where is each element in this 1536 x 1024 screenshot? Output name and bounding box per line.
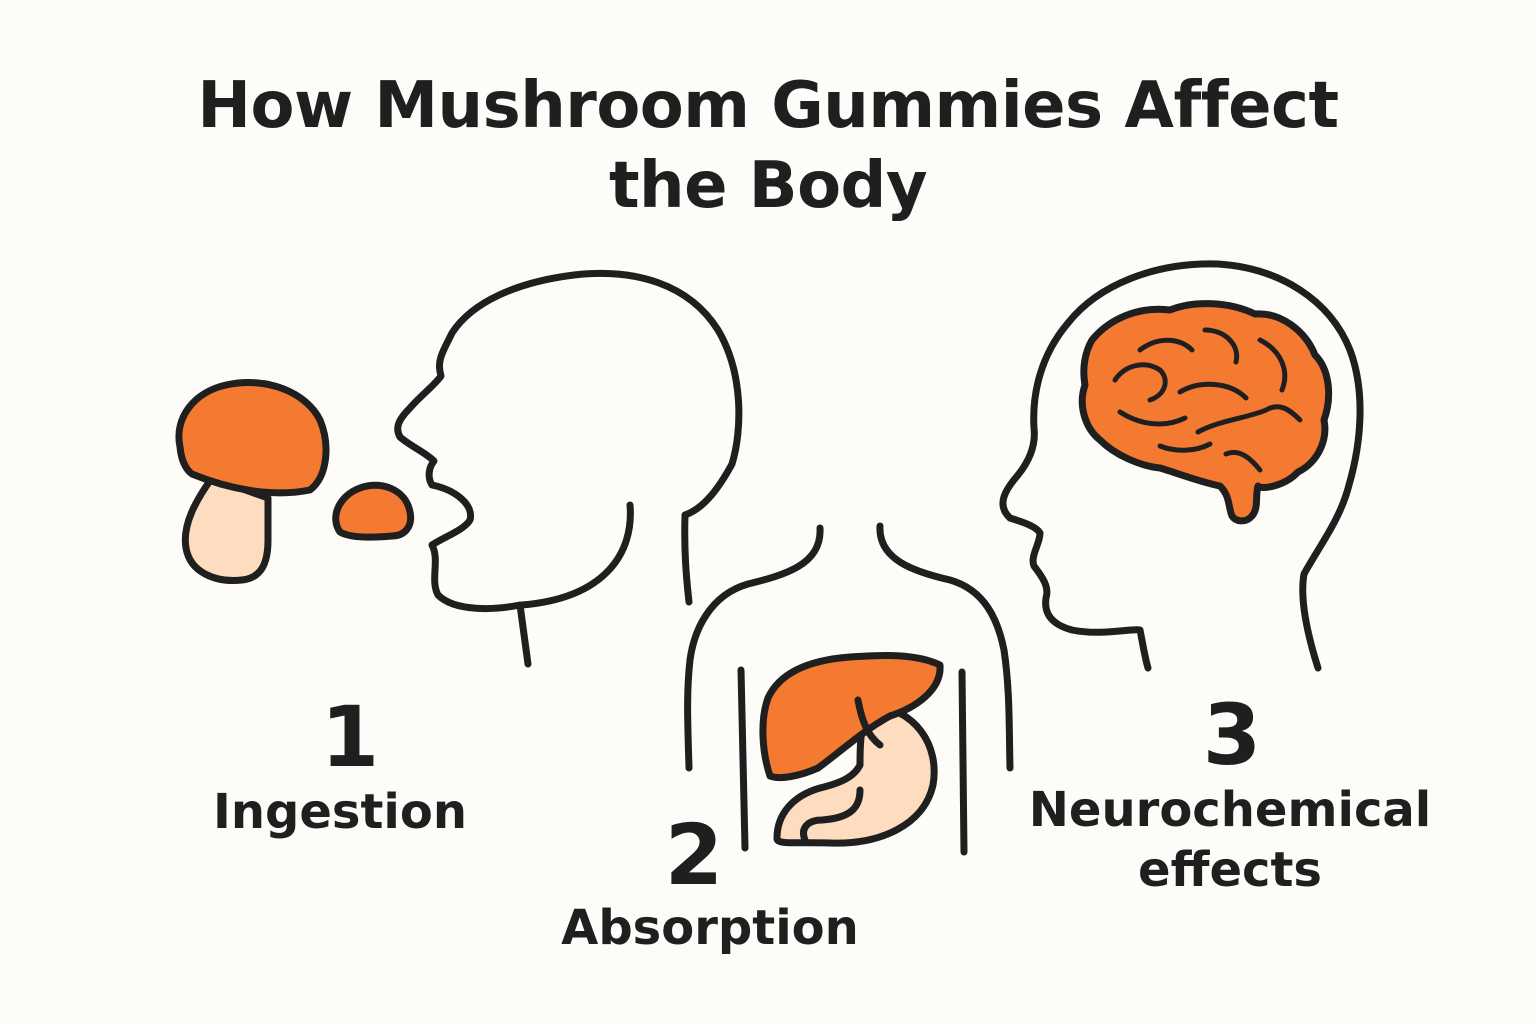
torso-icon [684,522,1014,856]
title-line-1: How Mushroom Gummies Affect [197,69,1339,143]
step-1-label: Ingestion [170,782,510,842]
mushroom-stem [181,474,272,584]
brain-icon [1078,300,1333,525]
stomach-inner-line [800,786,864,844]
stomach-icon [773,701,938,847]
neck-line [518,501,634,609]
gummy-icon [332,481,415,541]
step-2-label-line-1: Absorption [561,900,859,956]
step-1-label-line-1: Ingestion [212,784,468,840]
head-profile-icon [394,269,743,668]
liver-icon [759,651,944,782]
step-2-number: 2 [664,806,724,904]
step-2-label: Absorption [500,898,920,958]
liver-lobe-line [854,696,884,749]
page-title: How Mushroom Gummies Affect the Body [0,66,1536,226]
mushroom-cap [175,378,330,497]
title-line-2: the Body [608,149,928,223]
step-3-label-line-2: effects [1138,842,1322,898]
step-1-number: 1 [320,688,380,786]
step-3-label: Neurochemical effects [990,780,1470,900]
step-3-number: 3 [1202,686,1262,784]
mushroom-icon [175,378,330,584]
head-brain-profile-icon [999,260,1364,672]
step-3-label-line-1: Neurochemical [1028,782,1432,838]
